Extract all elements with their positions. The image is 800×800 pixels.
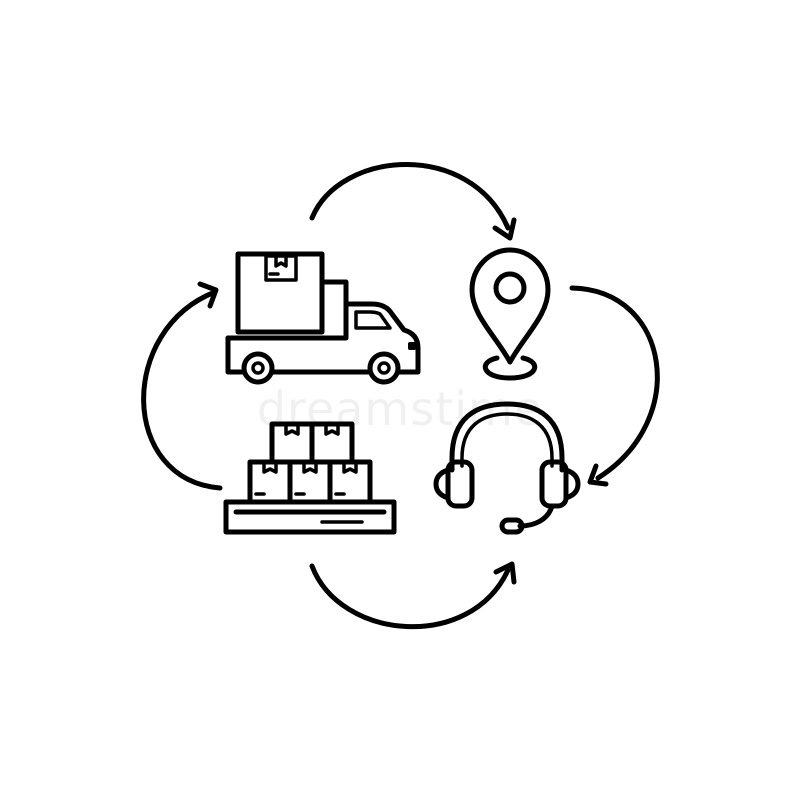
watermark: dreamstime [257,382,543,436]
arrow-headset-to-pallet [309,561,517,629]
pallet-boxes-icon [223,421,397,535]
arrow-truck-to-pin [309,162,517,241]
location-pin-icon [469,247,551,381]
arrow-pin-to-headset [569,285,660,487]
delivery-truck-icon [225,251,421,385]
arrow-pallet-to-truck [141,281,223,491]
headset-icon [433,401,581,535]
